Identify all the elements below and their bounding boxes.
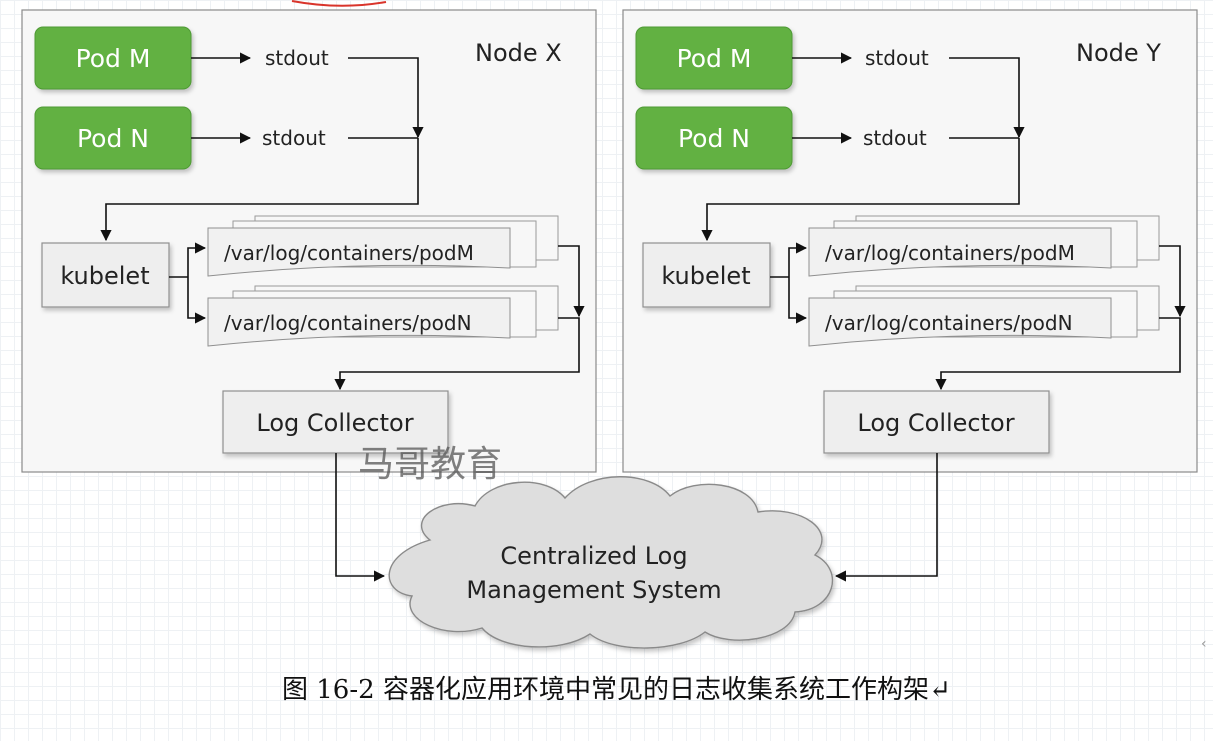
log-collector-box [222,390,449,454]
podm-file-path: /var/log/containers/podM [224,241,474,265]
kubelet-box [642,242,771,308]
node-x-pod-n: Pod N [34,106,192,170]
node-y-pod-m: Pod M [635,26,793,90]
cloud-line-1: Centralized Log [500,542,687,570]
collector-x-to-central-arrow [335,453,386,582]
stdout-m-connector [949,57,1025,139]
stdout-label-m: stdout [265,46,329,70]
podm-file-to-collector-connector [558,245,585,318]
node-x-pod-m: Pod M [34,26,192,90]
stdout-label-n: stdout [863,126,927,150]
centralized-log-cloud: Centralized Log Management System [388,476,834,649]
collector-y-to-central-arrow [834,453,938,582]
podm-file-to-collector-connector [1159,245,1186,318]
node-x-title: Node X [475,39,562,67]
kubelet-to-podn-file-arrow [187,277,207,324]
stdout-label-n: stdout [262,126,326,150]
log-collector-label: Log Collector [857,409,1014,437]
podn-file-path: /var/log/containers/podN [224,311,472,335]
podn-log-file: /var/log/containers/podN [207,285,559,347]
watermark-text: 马哥教育 [358,444,502,485]
podn-file-path: /var/log/containers/podN [825,311,1073,335]
podm-log-file: /var/log/containers/podM [808,215,1160,277]
node-y-title: Node Y [1076,39,1161,67]
kubelet-label: kubelet [661,262,750,290]
kubelet-to-podn-file-arrow [788,277,808,324]
stdout-to-kubelet-arrow [701,138,1020,242]
log-collector-box [823,390,1050,454]
pod-n-label: Pod N [678,124,750,153]
kubelet-to-podm-file-arrow [187,242,207,277]
pod-m-label: Pod M [76,44,151,73]
podn-file-to-collector-connector [334,317,580,391]
node-y: Node Y Pod M Pod N stdout stdout kubelet… [622,9,1198,473]
kubelet-box [41,242,170,308]
kubelet-label: kubelet [60,262,149,290]
kubelet-to-podm-file-arrow [788,242,808,277]
figure-caption: 图 16-2 容器化应用环境中常见的日志收集系统工作构架↵ [282,675,951,705]
cloud-line-2: Management System [466,576,721,604]
edge-mark-icon: ‹ [1201,636,1207,652]
pod-m-label: Pod M [677,44,752,73]
podn-log-file: /var/log/containers/podN [808,285,1160,347]
pod-n-label: Pod N [77,124,149,153]
podm-log-file: /var/log/containers/podM [207,215,559,277]
stdout-label-m: stdout [865,46,929,70]
node-y-pod-n: Pod N [635,106,793,170]
podn-file-to-collector-connector [935,317,1181,391]
red-annotation-mark [291,0,387,7]
cloud-shape [388,476,834,649]
stdout-m-connector [348,57,424,139]
node-x: Node X Pod M Pod N stdout stdout kubelet… [21,9,597,473]
podm-file-path: /var/log/containers/podM [825,241,1075,265]
log-collector-label: Log Collector [256,409,413,437]
stdout-to-kubelet-arrow [100,138,419,242]
